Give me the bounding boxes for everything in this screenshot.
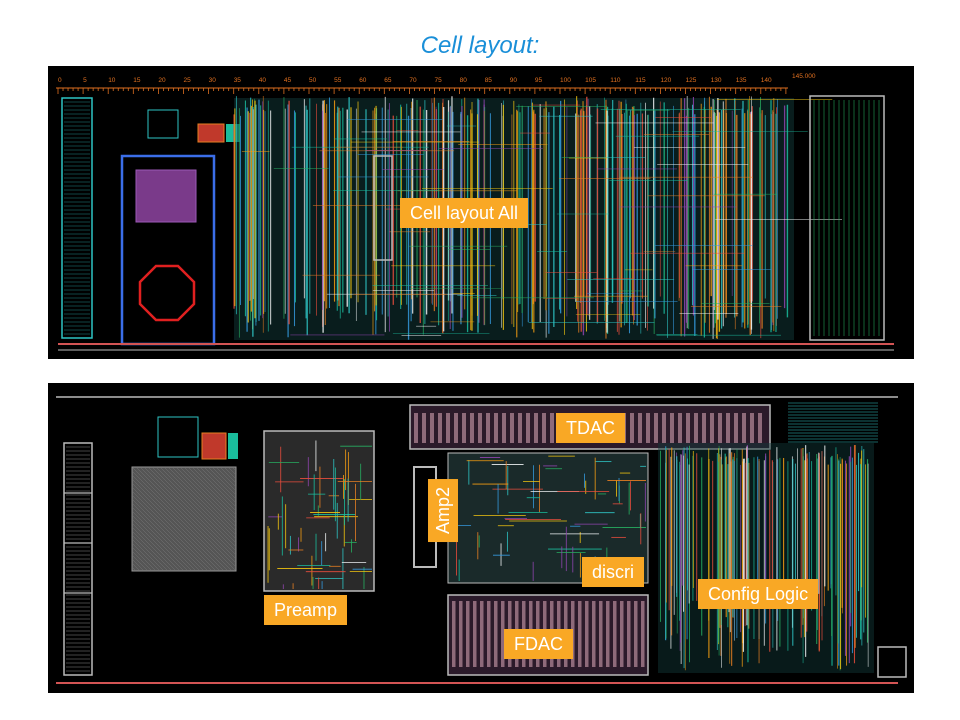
ruler-tick-label: 85: [485, 77, 493, 84]
ruler-tick-label: 0: [58, 77, 62, 84]
ruler-end-label: 145.000: [792, 73, 816, 80]
ruler-tick-label: 90: [510, 77, 518, 84]
ruler-tick-label: 50: [309, 77, 317, 84]
right-block: [809, 95, 885, 341]
octagon-pad-opening: [138, 264, 196, 322]
ruler-tick-label: 130: [711, 77, 722, 84]
ruler-tick-label: 110: [610, 77, 621, 84]
label-amp2: Amp2: [428, 479, 458, 543]
ruler-tick-label: 135: [736, 77, 747, 84]
ruler-tick-label: 35: [234, 77, 242, 84]
label-config-logic: Config Logic: [698, 579, 819, 609]
ruler-tick-label: 5: [83, 77, 87, 84]
ruler-tick-label: 45: [284, 77, 292, 84]
ruler: 0 5 10 15 20 25 30 35 40 45 50 55 60 65 70 75 80 85 90 95 10…: [56, 73, 816, 94]
ruler-tick-label: 15: [133, 77, 141, 84]
ruler-tick-label: 55: [334, 77, 342, 84]
ruler-tick-label: 75: [435, 77, 443, 84]
ruler-tick-label: 65: [384, 77, 392, 84]
ruler-tick-label: 10: [108, 77, 116, 84]
block-annotated-drawing: [56, 396, 907, 684]
ruler-tick-label: 100: [560, 77, 571, 84]
core-routing: [233, 96, 843, 340]
ruler-tick-label: 20: [158, 77, 166, 84]
ruler-tick-label: 115: [635, 77, 646, 84]
ruler-tick-label: 40: [259, 77, 267, 84]
label-tdac: TDAC: [556, 413, 625, 443]
label-preamp: Preamp: [264, 595, 348, 625]
ruler-tick-label: 70: [409, 77, 417, 84]
pad-metal: [135, 169, 197, 223]
cell-layout-all-panel: 0 5 10 15 20 25 30 35 40 45 50 55 60 65 70 75 80 85 90 95 10…: [48, 66, 914, 359]
ruler-tick-label: 140: [761, 77, 772, 84]
ruler-tick-label: 25: [184, 77, 192, 84]
label-fdac: FDAC: [504, 629, 573, 659]
block-annotated-panel: TDAC Amp2 discri Config Logic Preamp FDA…: [48, 383, 914, 693]
ruler-tick-label: 95: [535, 77, 543, 84]
ruler-tick-label: 30: [209, 77, 217, 84]
ruler-tick-label: 105: [585, 77, 596, 84]
ruler-tick-label: 120: [660, 77, 671, 84]
slide-title: Cell layout:: [420, 32, 540, 59]
label-discri: discri: [582, 557, 645, 587]
label-cell-layout-all: Cell layout All: [400, 198, 529, 228]
ruler-tick-label: 60: [359, 77, 367, 84]
ruler-tick-label: 125: [686, 77, 697, 84]
ruler-tick-label: 80: [460, 77, 468, 84]
